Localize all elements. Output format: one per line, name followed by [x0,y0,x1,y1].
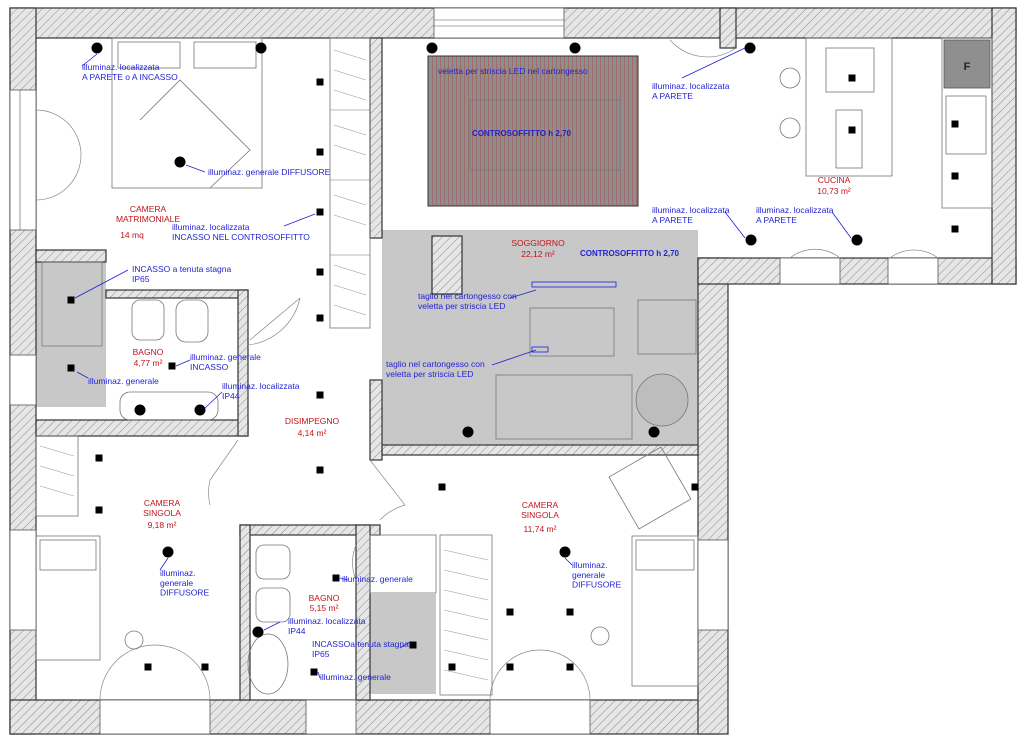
text-line: A PARETE [756,215,797,225]
note-general-bagno2-b: illuminaz. generale [320,672,391,682]
note-ceiling-dining: CONTROSOFFITTO h 2,70 [472,129,572,138]
room-name-bagno2: BAGNO [309,593,340,603]
note-general-bagno1: illuminaz. generale [88,376,159,386]
room-area-cucina: 10,73 m² [817,186,851,196]
lamp-icon [91,42,103,54]
room-area-bagno1: 4,77 m² [134,358,163,368]
text-line: DIFFUSORE [572,580,621,590]
fridge-label: F [964,61,971,73]
text-line: illuminaz. [572,560,607,570]
text-line: illuminaz. localizzata [82,62,160,72]
text-line: SINGOLA [521,510,559,520]
lamp-icon [162,546,174,558]
room-area-master: 14 mq [120,230,144,240]
text-line: illuminaz. localizzata [652,205,730,215]
text-line: A PARETE o A INCASSO [82,72,178,82]
text-line: A PARETE [652,215,693,225]
room-area-soggiorno: 22,12 m² [521,249,555,259]
doors [35,39,939,701]
lamp-icon [744,42,756,54]
note-led-veletta: veletta per striscia LED nel cartongesso [438,66,588,76]
text-line: CAMERA [522,500,559,510]
room-name-disimpegno: DISIMPEGNO [285,416,340,426]
text-line: IP44 [288,626,306,636]
room-area-singola2: 11,74 m² [524,524,557,534]
text-line: veletta per striscia LED [386,369,473,379]
text-line: CAMERA [144,498,181,508]
text-line: illuminaz. localizzata [222,381,300,391]
text-line: generale [160,578,193,588]
text-line: illuminaz. generale [190,352,261,362]
lamp-icon [194,404,206,416]
lamp-icon [462,426,474,438]
text-line: taglio nel cartongesso con [418,291,517,301]
note-ceiling-living: CONTROSOFFITTO h 2,70 [580,249,680,258]
text-line: INCASSO a tenuta stagna [132,264,231,274]
led-slots [531,281,617,353]
room-area-bagno2: 5,15 m² [310,603,339,613]
room-area-disimpegno: 4,14 m² [298,428,327,438]
text-line: INCASSO NEL CONTROSOFFITTO [172,232,310,242]
room-name-cucina: CUCINA [818,175,851,185]
lamp-icon [851,234,863,246]
furniture [35,37,993,696]
lamp-icon [745,234,757,246]
living-floor [36,230,698,694]
note-diffuser-master: illuminaz. generale DIFFUSORE [208,167,331,177]
room-area-singola1: 9,18 m² [148,520,177,530]
windows [9,7,939,735]
text-line: illuminaz. localizzata [288,616,366,626]
text-line: INCASSO [190,362,229,372]
lamp-icon [252,626,264,638]
text-line: generale [572,570,605,580]
room-name-soggiorno: SOGGIORNO [511,238,565,248]
text-line: illuminaz. [160,568,195,578]
lamp-icon [174,156,186,168]
lamp-icon [255,42,267,54]
text-line: MATRIMONIALE [116,214,180,224]
lamp-icon [648,426,660,438]
leader-lines [74,47,852,679]
text-line: SINGOLA [143,508,181,518]
lamp-icon [569,42,581,54]
text-line: veletta per striscia LED [418,301,505,311]
text-line: DIFFUSORE [160,588,209,598]
text-line: CAMERA [130,204,167,214]
text-line: illuminaz. localizzata [756,205,834,215]
lamp-icon [426,42,438,54]
text-line: A PARETE [652,91,693,101]
text-line: IP65 [312,649,330,659]
lamp-icon [559,546,571,558]
lamp-icon [134,404,146,416]
text-line: taglio nel cartongesso con [386,359,485,369]
text-line: INCASSOa tenuta stagna [312,639,409,649]
text-line: illuminaz. localizzata [172,222,250,232]
text-line: IP44 [222,391,240,401]
text-line: IP65 [132,274,150,284]
note-general-bagno2: illuminaz. generale [342,574,413,584]
text-line: illuminaz. localizzata [652,81,730,91]
room-name-bagno1: BAGNO [133,347,164,357]
